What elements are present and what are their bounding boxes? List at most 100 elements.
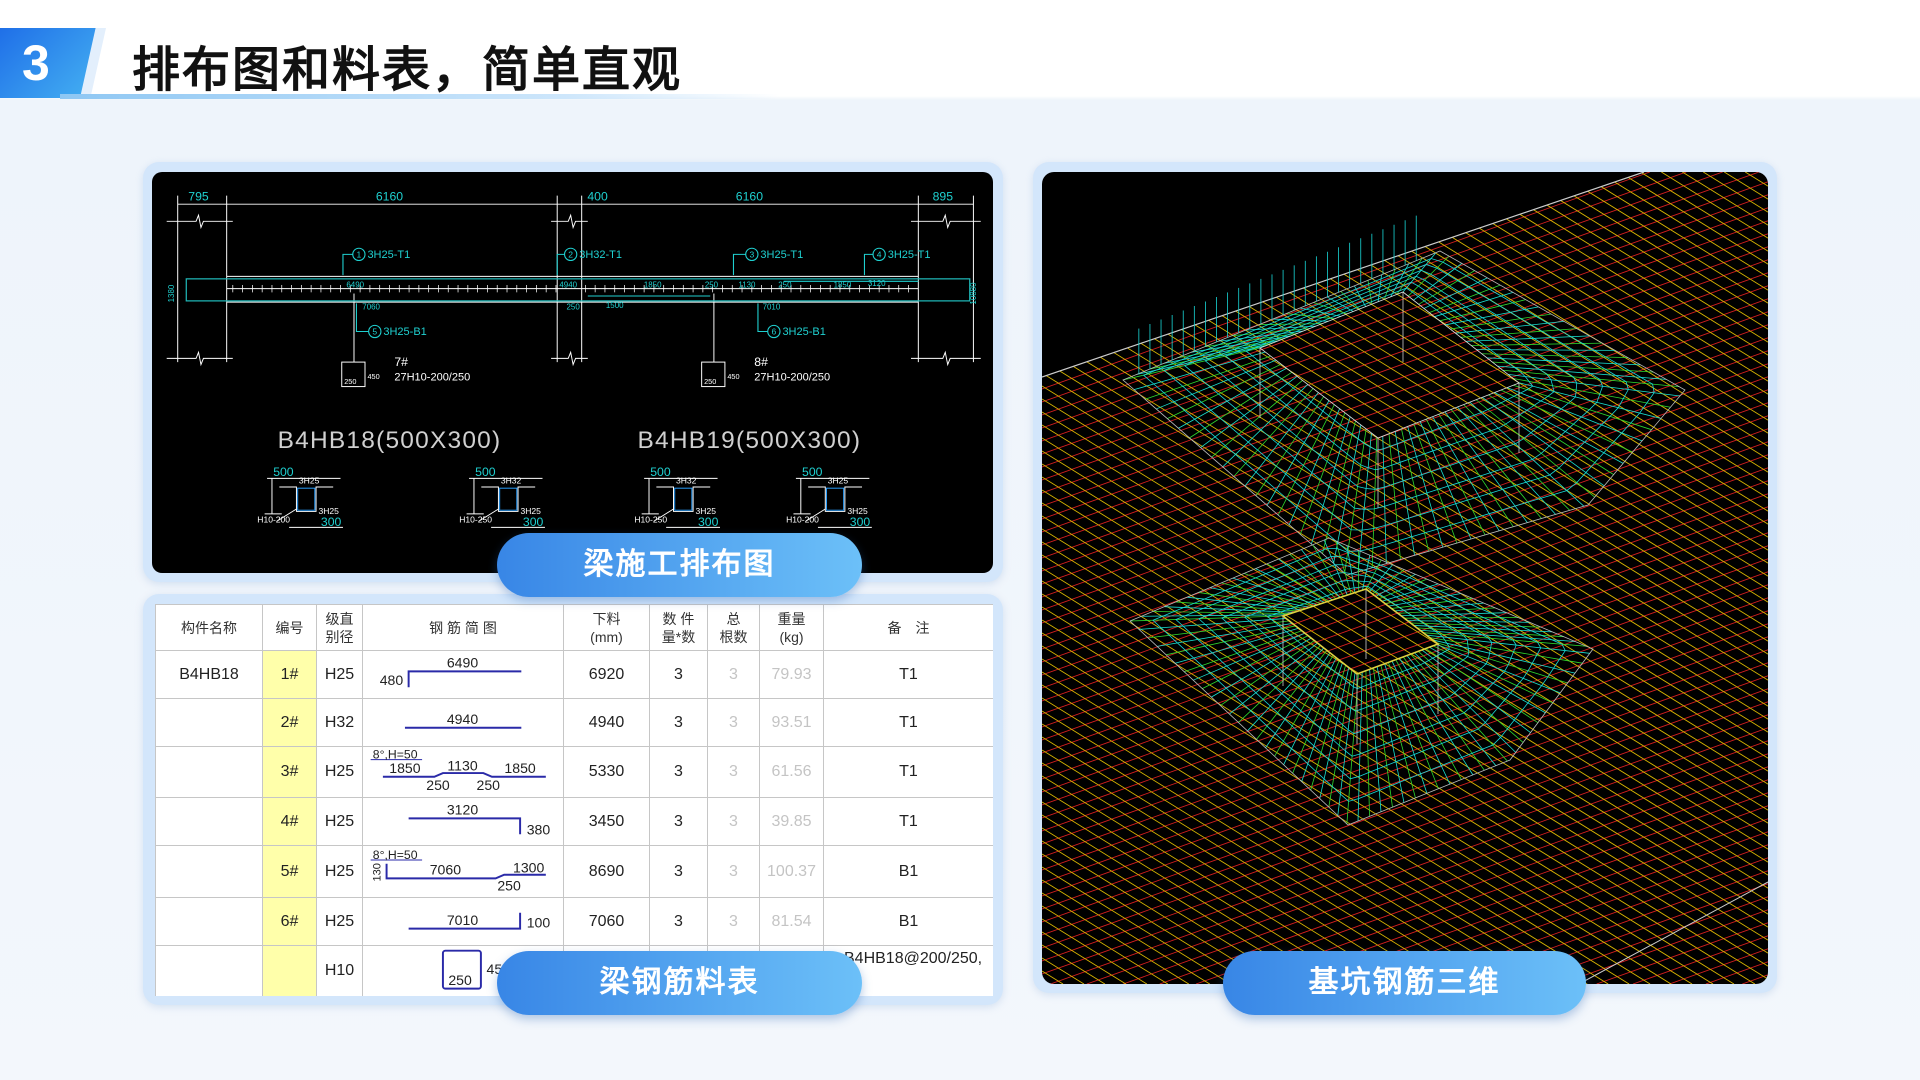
- pit-upper: [1122, 215, 1686, 576]
- cell-no: 3#: [262, 746, 317, 798]
- section-depth: 300: [321, 515, 342, 529]
- cell-cut: 4940: [563, 698, 650, 747]
- col-header: 备 注: [823, 604, 993, 651]
- callout-number: 2: [568, 249, 573, 259]
- callout-number: 3: [749, 249, 754, 259]
- dim-label: 6160: [376, 190, 403, 204]
- cell-weight: 100.37: [759, 845, 824, 898]
- cad-canvas: 795 6160 400 6160 895 1 2 3 4 5 6 3H25-T…: [166, 190, 981, 529]
- callout-label: 3H25-T1: [888, 249, 931, 261]
- cell-total: 3: [707, 845, 760, 898]
- section-width: 500: [802, 465, 823, 479]
- section-stirrup: H10-250: [459, 514, 492, 524]
- beam-outline: [185, 278, 971, 302]
- rebar-length-mark: 7010: [763, 302, 781, 311]
- cell-cut: 6920: [563, 650, 650, 699]
- page-title: 排布图和料表，简单直观: [132, 42, 683, 98]
- cell-no: 5#: [262, 845, 317, 898]
- section-bottom-bars: 3H25: [520, 506, 541, 516]
- section-width: 500: [475, 465, 496, 479]
- section-bottom-bars: 3H25: [696, 506, 717, 516]
- rebar-length-mark: 7060: [362, 302, 380, 311]
- callout-number: 1: [357, 249, 362, 259]
- section-number-badge: 3: [0, 28, 98, 98]
- cell-dia: H25: [316, 897, 363, 946]
- cell-qty: 3: [649, 797, 708, 846]
- cell-weight: 79.93: [759, 650, 824, 699]
- beam-layout-drawing: 795 6160 400 6160 895 1 2 3 4 5 6 3H25-T…: [152, 172, 993, 573]
- col-header: 级直 别径: [316, 604, 363, 651]
- cell-member: B4HB18: [155, 650, 263, 699]
- callout-label: 3H25-B1: [782, 326, 825, 338]
- cell-remark: T1: [823, 698, 993, 747]
- cell-total: 3: [707, 650, 760, 699]
- col-header: 总 根数: [707, 604, 760, 651]
- section-width: 500: [650, 465, 671, 479]
- col-header: 编号: [262, 604, 317, 651]
- cell-no: 1#: [262, 650, 317, 699]
- cell-sketch: [362, 845, 564, 898]
- cell-sketch: [362, 797, 564, 846]
- cell-dia: H25: [316, 746, 363, 798]
- rebar-length-mark: 250: [566, 302, 580, 311]
- table-header-row: 构件名称 编号 级直 别径 钢 筋 简 图 下料 (mm) 数 件 量*数 总 …: [155, 604, 993, 651]
- section-stirrup: H10-200: [786, 514, 819, 524]
- cell-remark: B1: [823, 897, 993, 946]
- side-dim: 10880: [969, 282, 978, 305]
- callout-label: 3H25-B1: [383, 326, 426, 338]
- rebar-length-mark: 3120: [868, 279, 886, 288]
- pit-rebar-3d-view: [1042, 172, 1768, 984]
- pit-3d-label: 基坑钢筋三维: [1223, 951, 1586, 1015]
- cell-member: [155, 797, 263, 846]
- cell-remark: T1: [823, 797, 993, 846]
- cell-total: 3: [707, 698, 760, 747]
- title-underline: [60, 94, 780, 99]
- ground-edge: [1578, 881, 1768, 984]
- cell-weight: 93.51: [759, 698, 824, 747]
- cell-dia: H25: [316, 650, 363, 699]
- col-header: 重量 (kg): [759, 604, 824, 651]
- callout-number: 6: [771, 327, 776, 337]
- cell-qty: 3: [649, 698, 708, 747]
- stirrup-width: 250: [344, 377, 356, 386]
- cell-remark: T1: [823, 650, 993, 699]
- cell-total: 3: [707, 797, 760, 846]
- rebar-length-mark: 1130: [738, 280, 756, 289]
- cell-sketch: [362, 698, 564, 747]
- cell-weight: 61.56: [759, 746, 824, 798]
- pit-3d-canvas: [1042, 172, 1768, 984]
- dim-label: 795: [188, 190, 209, 204]
- stirrup-spec: 27H10-200/250: [394, 371, 470, 383]
- cell-no: 4#: [262, 797, 317, 846]
- section-width: 500: [273, 465, 294, 479]
- cell-weight: 39.85: [759, 797, 824, 846]
- rebar-length-mark: 4940: [559, 280, 577, 289]
- cad-structure: [166, 195, 981, 388]
- section-stirrup: H10-250: [634, 514, 667, 524]
- cell-member: [155, 897, 263, 946]
- section-top-bars: 3H25: [828, 475, 849, 485]
- cell-qty: 3: [649, 650, 708, 699]
- cell-cut: 8690: [563, 845, 650, 898]
- dim-label: 6160: [736, 190, 763, 204]
- dim-label: 895: [933, 190, 954, 204]
- cell-no: 2#: [262, 698, 317, 747]
- callout-number: 4: [877, 249, 882, 259]
- cell-qty: 3: [649, 897, 708, 946]
- stirrup-height: 450: [727, 372, 739, 381]
- callout-label: 3H32-T1: [579, 249, 622, 261]
- cell-cut: 5330: [563, 746, 650, 798]
- col-header: 钢 筋 简 图: [362, 604, 564, 651]
- rebar-length-mark: 1850: [644, 280, 662, 289]
- callout-number: 5: [372, 327, 377, 337]
- stirrup-tag: 7#: [394, 355, 408, 369]
- cell-no: 6#: [262, 897, 317, 946]
- beam-title: B4HB19(500X300): [638, 427, 862, 454]
